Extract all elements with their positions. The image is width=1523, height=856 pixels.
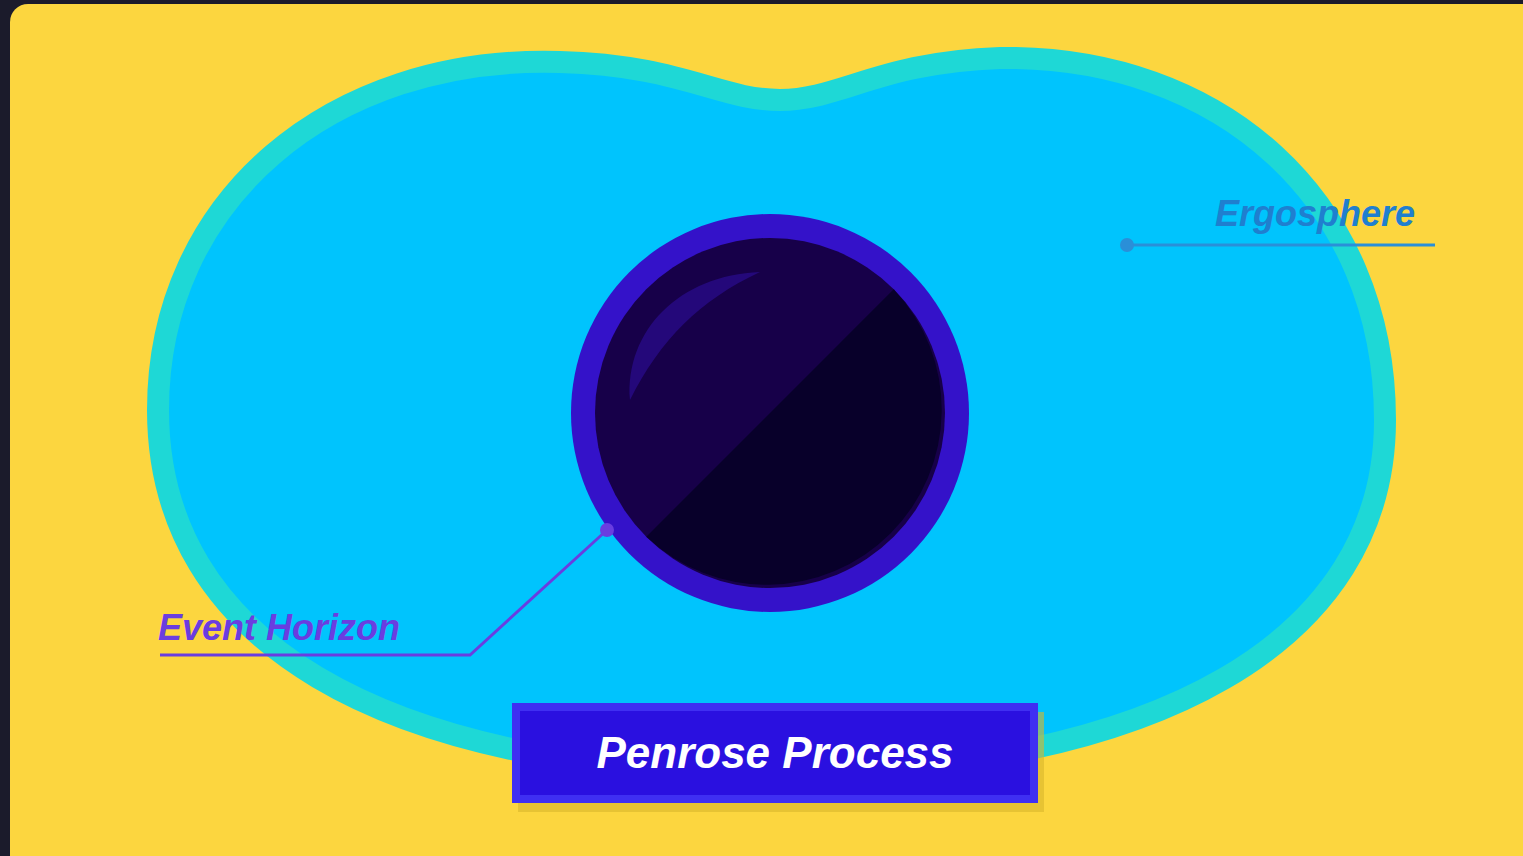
black-hole-highlight [630, 272, 760, 400]
event-horizon-ring [571, 214, 969, 612]
black-hole-shade [646, 289, 941, 584]
leader-dot [1120, 238, 1134, 252]
ergosphere-region [158, 58, 1385, 774]
black-hole [595, 238, 945, 588]
title-box: Penrose Process [512, 703, 1038, 803]
leader-dot [600, 523, 614, 537]
region-label: Ergosphere [1215, 196, 1415, 232]
title-text: Penrose Process [596, 729, 953, 777]
ergosphere-leader [1127, 244, 1435, 247]
region-label: Event Horizon [158, 610, 400, 646]
yellow-ground [10, 4, 1523, 856]
